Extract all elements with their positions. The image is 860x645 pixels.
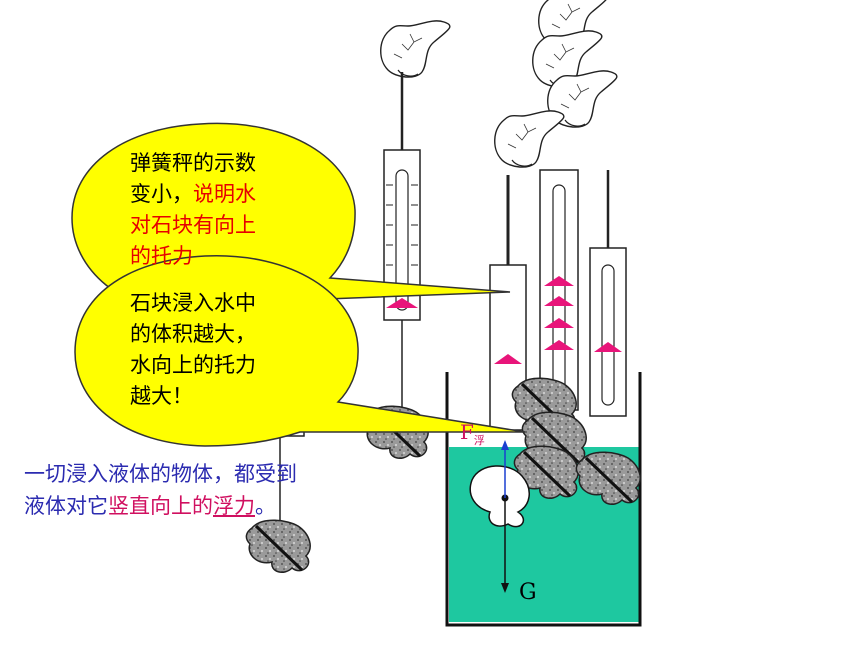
bubble-1-line-4: 的托力	[130, 244, 193, 268]
conclusion-buoyancy-term: 浮力	[213, 494, 255, 518]
bubble-1-line-1: 弹簧秤的示数	[130, 151, 256, 175]
bubble-1-text: 弹簧秤的示数 变小，说明水 对石块有向上 的托力	[130, 148, 305, 272]
bubble-1-line-3: 对石块有向上	[130, 213, 256, 237]
conclusion-suffix: 。	[255, 494, 276, 518]
spring-scale-1	[362, 20, 451, 460]
bubble-1-line-2-black: 变小，	[130, 182, 193, 206]
conclusion-text: 一切浸入液体的物体，都受到 液体对它竖直向上的浮力。	[24, 458, 297, 522]
buoyancy-force-label: F浮	[460, 420, 485, 448]
floating-object	[469, 440, 530, 593]
beaker	[445, 372, 642, 627]
spring-scale-4	[589, 170, 627, 417]
conclusion-highlight: 竖直向上的	[108, 494, 213, 518]
gravity-force-label: G	[519, 580, 537, 605]
bubble-1-line-2-red: 说明水	[193, 182, 256, 206]
speech-bubble-2	[74, 255, 526, 447]
conclusion-prefix: 液体对它	[24, 494, 108, 518]
buoyancy-subscript: 浮	[473, 434, 485, 447]
spring-scale-3	[539, 169, 579, 411]
conclusion-line-2: 液体对它竖直向上的浮力。	[24, 490, 297, 522]
bubble-2-text: 石块浸入水中 的体积越大， 水向上的托力 越大！	[130, 291, 256, 408]
buoyancy-symbol: F	[460, 420, 474, 444]
conclusion-line-1: 一切浸入液体的物体，都受到	[24, 462, 297, 486]
